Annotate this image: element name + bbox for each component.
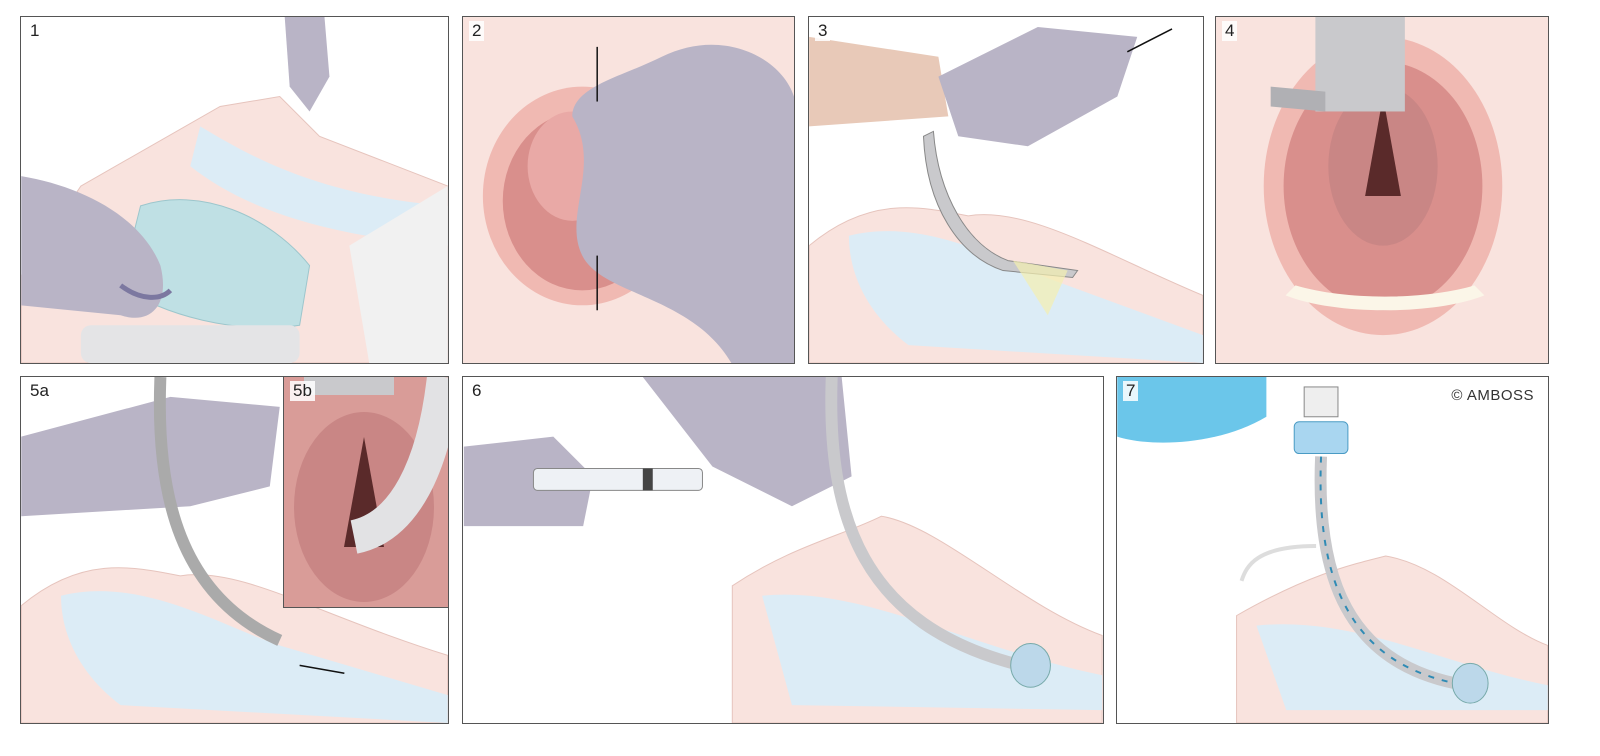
cuff-inflation-illustration <box>463 377 1103 723</box>
mask-ventilation-illustration <box>21 17 448 363</box>
panel-label: 1 <box>27 21 43 41</box>
scissor-technique-illustration <box>463 17 794 363</box>
panel-5b-inset: 5b <box>283 377 448 608</box>
panel-7-ventilation-via-tube: 7 © AMBOSS <box>1116 376 1549 724</box>
tube-insertion-illustration <box>21 377 448 723</box>
tube-ventilation-illustration <box>1117 377 1548 723</box>
panel-label: 2 <box>469 21 485 41</box>
panel-label: 6 <box>469 381 485 401</box>
panel-label: 4 <box>1222 21 1238 41</box>
panel-6-cuff-inflation: 6 <box>462 376 1104 724</box>
panel-1-mask-ventilation: 1 <box>20 16 449 364</box>
panel-label: 7 <box>1123 381 1139 401</box>
copyright-notice: © AMBOSS <box>1451 387 1534 404</box>
panel-label: 5a <box>27 381 52 401</box>
panel-label: 5b <box>290 381 315 401</box>
panel-3-laryngoscope-insertion: 3 <box>808 16 1204 364</box>
panel-2-mouth-opening: 2 <box>462 16 795 364</box>
laryngoscope-insertion-illustration <box>809 26 1203 363</box>
glottis-view-illustration <box>1216 17 1548 363</box>
panel-4-glottis-view: 4 <box>1215 16 1549 364</box>
panel-5a-tube-insertion: 5a 5b <box>20 376 449 724</box>
inset-tube-through-cords-illustration <box>294 377 448 602</box>
panel-label: 3 <box>815 21 831 41</box>
